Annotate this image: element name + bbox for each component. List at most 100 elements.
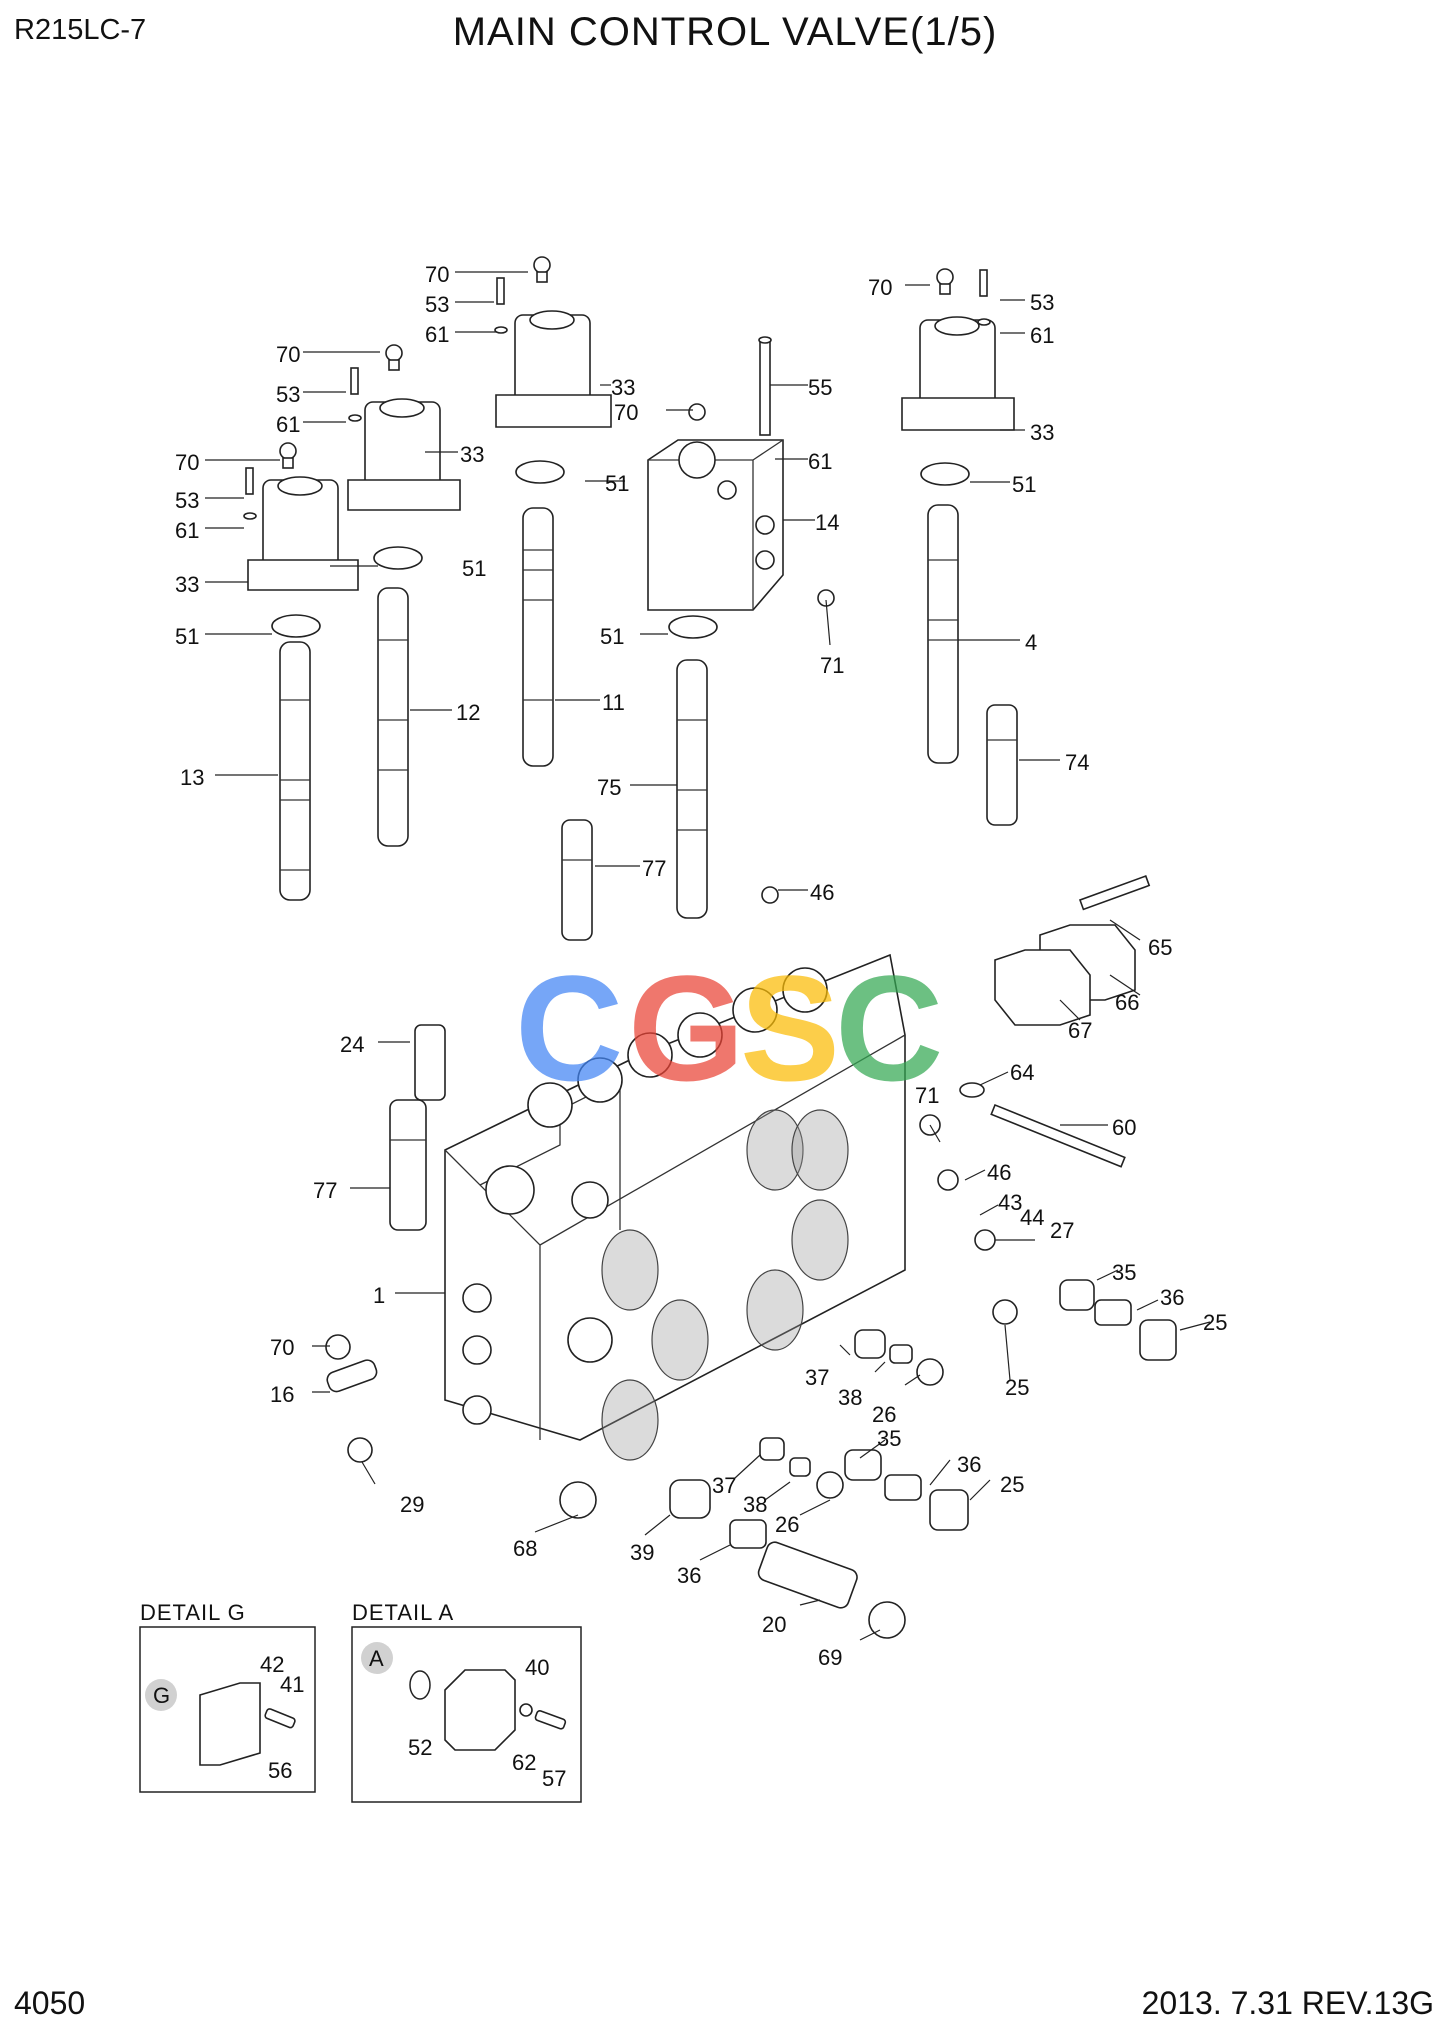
spool-4: [927, 504, 959, 764]
o-ring-51-a: [271, 614, 321, 638]
solenoid-valve-33-c: [494, 256, 612, 428]
callout: 27: [1050, 1218, 1074, 1243]
detail-g-marker: G: [153, 1683, 170, 1708]
callout: 61: [1030, 323, 1054, 348]
callout: 74: [1065, 750, 1089, 775]
callout: 64: [1010, 1060, 1034, 1085]
watermark-letter: S: [740, 944, 840, 1112]
callout: 38: [743, 1492, 767, 1517]
callout: 75: [597, 775, 621, 800]
callout: 24: [340, 1032, 364, 1057]
callout: 33: [611, 375, 635, 400]
callout: 61: [425, 322, 449, 347]
callout: 53: [425, 292, 449, 317]
relief-valve-74: [986, 704, 1018, 826]
callout: 51: [605, 471, 629, 496]
callout: 20: [762, 1612, 786, 1637]
callout: 26: [872, 1402, 896, 1427]
spool-75: [676, 659, 708, 919]
callout: 57: [542, 1766, 566, 1791]
callout: 44: [1020, 1205, 1044, 1230]
callout: 25: [1005, 1375, 1029, 1400]
o-ring-51-e: [920, 462, 970, 486]
callout: 53: [1030, 290, 1054, 315]
callout: 4: [1025, 630, 1037, 655]
callout: 35: [1112, 1260, 1136, 1285]
body-top-ports: [485, 967, 828, 1219]
callout: 33: [460, 442, 484, 467]
callout: 51: [175, 624, 199, 649]
callout: 70: [868, 275, 892, 300]
callout: 38: [838, 1385, 862, 1410]
callout: 26: [775, 1512, 799, 1537]
revision-date: 2013. 7.31 REV.13G: [1141, 1985, 1434, 2021]
callout: 61: [276, 412, 300, 437]
callout: 60: [1112, 1115, 1136, 1140]
detail-g-title: DETAIL G: [140, 1600, 246, 1625]
callout: 11: [602, 690, 625, 715]
part-callouts: 70 53 61 33 70 53 61 33 70 53 61 33 55 7…: [175, 262, 1227, 1670]
o-ring-51-c: [515, 460, 565, 484]
callout: 37: [712, 1473, 736, 1498]
callout: 16: [270, 1382, 294, 1407]
callout: 36: [957, 1452, 981, 1477]
o-ring-51-d: [668, 615, 718, 639]
watermark-letter: G: [628, 944, 745, 1112]
relief-valve-77-a: [561, 819, 593, 941]
callout: 70: [614, 400, 638, 425]
callout: 77: [313, 1178, 337, 1203]
callout: 52: [408, 1735, 432, 1760]
callout: 66: [1115, 990, 1139, 1015]
page-title: MAIN CONTROL VALVE(1/5): [452, 10, 998, 54]
callout: 51: [462, 556, 486, 581]
callout: 36: [677, 1563, 701, 1588]
callout: 43: [998, 1190, 1022, 1215]
callout: 25: [1000, 1472, 1024, 1497]
callout: 40: [525, 1655, 549, 1680]
callout: 71: [915, 1083, 939, 1108]
callout: 46: [810, 880, 834, 905]
callout: 70: [270, 1335, 294, 1360]
callout: 70: [425, 262, 449, 287]
callout: 51: [1012, 472, 1036, 497]
detail-a-marker: A: [369, 1646, 384, 1671]
relief-valve-77-b: [389, 1099, 427, 1231]
spool-11: [522, 507, 554, 767]
callout: 71: [820, 653, 844, 678]
relief-valve-24: [414, 1024, 446, 1101]
callout: 65: [1148, 935, 1172, 960]
callout: 29: [400, 1492, 424, 1517]
block-14: [647, 336, 835, 611]
callout: 35: [877, 1426, 901, 1451]
callout: 12: [456, 700, 480, 725]
callout: 14: [815, 510, 839, 535]
callout: 70: [175, 450, 199, 475]
callout: 61: [175, 518, 199, 543]
o-ring-51-b: [373, 546, 423, 570]
callout: 51: [600, 624, 624, 649]
callout: 68: [513, 1536, 537, 1561]
solenoid-valve-33-a: [243, 442, 359, 591]
model-label: R215LC-7: [14, 14, 147, 46]
solenoid-valve-33-b: [347, 344, 461, 511]
detail-a-title: DETAIL A: [352, 1600, 454, 1625]
callout: 33: [175, 572, 199, 597]
page-number: 4050: [14, 1985, 86, 2021]
detail-a: DETAIL A A 40 52 62 57: [351, 1600, 582, 1803]
callout: 1: [373, 1283, 385, 1308]
callout: 62: [512, 1750, 536, 1775]
callout: 56: [268, 1758, 292, 1783]
solenoid-valve-33-d: [901, 268, 1015, 431]
callout: 46: [987, 1160, 1011, 1185]
main-body-1: [444, 953, 906, 1461]
callout: 77: [642, 856, 666, 881]
plug-spring-cluster: [325, 886, 1177, 1639]
detail-g: DETAIL G G 42 41 56: [139, 1600, 316, 1793]
watermark-letter: C: [835, 944, 943, 1112]
callout: 42: [260, 1652, 284, 1677]
spool-12: [377, 587, 409, 847]
callout: 39: [630, 1540, 654, 1565]
callout: 70: [276, 342, 300, 367]
callout: 53: [276, 382, 300, 407]
callout: 55: [808, 375, 832, 400]
